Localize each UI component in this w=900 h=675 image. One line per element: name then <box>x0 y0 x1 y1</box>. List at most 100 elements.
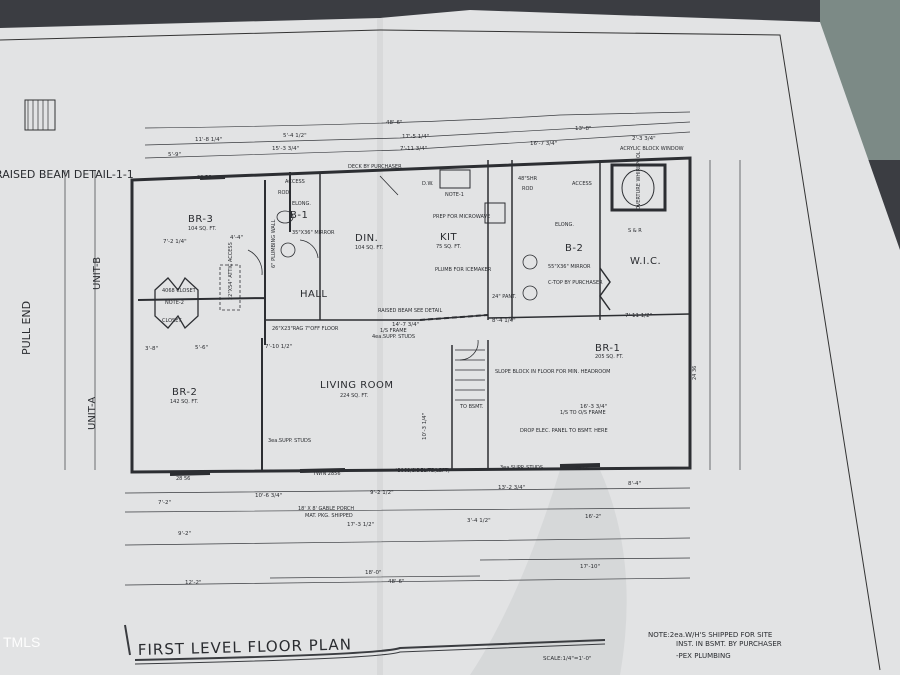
dim: 7'-2 1/4" <box>163 239 187 245</box>
room-br2: BR-2 <box>172 387 197 398</box>
to-basement-note: TO BSMT. <box>459 404 484 410</box>
note2: NOTE-2 <box>165 300 184 306</box>
unit-b-label: UNIT-B <box>92 257 103 290</box>
twin-window-note: TWIN 2856 <box>312 471 341 477</box>
closet2-note: CLOSET <box>162 318 182 324</box>
dim: 17'-10" <box>580 564 600 570</box>
room-din: DIN. <box>355 233 378 244</box>
note-line-2: INST. IN BSMT. BY PURCHASER <box>676 640 782 648</box>
dim: 3'-4 1/2" <box>467 518 491 524</box>
elec-panel-note: DROP ELEC. PANEL TO BSMT. HERE <box>520 428 608 434</box>
room-kit: KIT <box>440 232 458 243</box>
mirror2-note: 55"X36" MIRROR <box>548 264 591 270</box>
slope-block-note: SLOPE BLOCK IN FLOOR FOR MIN. HEADROOM <box>495 369 610 375</box>
room-b2: B-2 <box>565 243 583 254</box>
rag-note: 26"X23"RAG 7"OFF FLOOR <box>272 326 339 332</box>
dim: 7'-10 1/2" <box>265 344 292 350</box>
porch-note: 18' X 8' GABLE PORCH <box>298 506 354 512</box>
mirror-note: 35"X36" MIRROR <box>292 230 335 236</box>
room-living: LIVING ROOM <box>320 380 394 391</box>
deck-note: DECK BY PURCHASER <box>348 164 402 170</box>
shadow <box>470 470 627 675</box>
plan-title: FIRST LEVEL FLOOR PLAN <box>138 635 353 659</box>
dim: 11'-8 1/4" <box>195 137 222 143</box>
studs3-left-note: 3ea.SUPP. STUDS <box>268 438 311 444</box>
dim: 10'-6 3/4" <box>255 493 282 499</box>
dim: 48'-6" <box>388 579 405 585</box>
dim: 8'-4" <box>628 481 641 487</box>
ctop-note: C-TOP BY PURCHASER <box>548 280 603 286</box>
window-note: 28 56 <box>176 476 190 482</box>
dim: 18'-0" <box>365 570 382 576</box>
dim: 13'-2 3/4" <box>498 485 525 491</box>
dim: 12'-2" <box>185 580 202 586</box>
dim: 7'-11 1/2" <box>625 313 652 319</box>
elong-note: ELONG. <box>292 201 311 207</box>
dim: 5'-4 1/2" <box>283 133 307 139</box>
os-frame-note: 1/S TO O/S FRAME <box>560 410 606 416</box>
dim: 8'-4 1/4" <box>492 318 516 324</box>
acrylic-block-note: ACRYLIC BLOCK WINDOW <box>620 146 684 152</box>
watermark: TMLS <box>3 634 41 650</box>
room-kit-area: 75 SQ. FT. <box>436 244 461 250</box>
dim: 5'-9" <box>168 152 181 158</box>
closet-note: 4068 CLOSET <box>162 288 197 294</box>
room-labels: BR-3 104 SQ. FT. B-1 DIN. 104 SQ. FT. KI… <box>170 210 661 405</box>
room-br3: BR-3 <box>188 214 213 225</box>
window-note: 28 56 <box>197 175 211 181</box>
whirlpool-note: OVERTURE WHIRLPOOL <box>636 151 642 210</box>
sheet-border <box>0 29 881 671</box>
room-br1: BR-1 <box>595 343 620 354</box>
room-br1-area: 205 SQ. FT. <box>595 354 624 360</box>
room-b1: B-1 <box>290 210 308 221</box>
dim: 7'-11 3/4" <box>400 146 427 152</box>
room-wic: W.I.C. <box>630 256 661 267</box>
dim: 16'-2" <box>585 514 602 520</box>
dim: 9'-2" <box>178 531 191 537</box>
annotations: DECK BY PURCHASER ACCESS ROD ELONG. 35"X… <box>162 146 698 519</box>
dim: 48'-6" <box>386 120 403 126</box>
rod-note: ROD <box>278 190 289 196</box>
room-hall: HALL <box>300 289 328 300</box>
paper-sheet <box>0 10 900 675</box>
dishwasher-note: D.W. <box>422 181 434 187</box>
shower-note: 48"SHR <box>518 176 538 182</box>
pull-end-label: PULL END <box>20 301 33 355</box>
icemaker-note: PLUMB FOR ICEMAKER <box>435 267 492 273</box>
access-note: ACCESS <box>285 179 305 185</box>
dim: 5'-6" <box>195 345 208 351</box>
pantry-note: 24" PANT. <box>492 294 517 300</box>
dim: 16'-3 3/4" <box>580 404 607 410</box>
porch-note2: MAT. PKG. SHIPPED <box>305 513 353 519</box>
raised-beam-detail: RAISED BEAM DETAIL-1-1 <box>0 99 134 181</box>
dim: 15'-3 3/4" <box>272 146 299 152</box>
window-note: 24 36 <box>692 366 698 380</box>
dim: 2'-3 3/4" <box>632 136 656 142</box>
studs-note: 4ea.SUPP. STUDS <box>372 334 415 340</box>
dim: 10'-3 1/4" <box>422 413 428 440</box>
raised-beam-note: RAISED BEAM SEE DETAIL <box>378 308 443 314</box>
dim: 9'-2 1/2" <box>370 490 394 496</box>
microwave-note: PREP FOR MICROWAVE <box>433 214 490 220</box>
note-line-3: -PEX PLUMBING <box>676 652 731 660</box>
frame-note: 1/S FRAME <box>380 328 407 334</box>
dim: 4'-4" <box>230 235 243 241</box>
plumbing-wall-note: 6" PLUMBING WALL <box>271 219 277 268</box>
scale-label: SCALE:1/4"=1'-0" <box>543 656 592 662</box>
room-br2-area: 142 SQ. FT. <box>170 399 199 405</box>
dim: 7'-2" <box>158 500 171 506</box>
sidelite-door-note: *3068/SIDELITE(LEFT) <box>395 468 450 474</box>
detail-title: RAISED BEAM DETAIL-1-1 <box>0 168 134 181</box>
window-note: 28 56 <box>575 466 589 472</box>
dim: 3'-8" <box>145 346 158 352</box>
dim: 17'-3 1/2" <box>347 522 374 528</box>
note-line-1: NOTE:2ea.W/H'S SHIPPED FOR SITE <box>648 631 772 639</box>
dimension-labels: 48'-6" 11'-8 1/4" 5'-4 1/2" 15'-3 3/4" 5… <box>145 120 656 586</box>
shelf-rod-note: S & R <box>628 228 642 234</box>
dimension-lines <box>64 111 741 665</box>
dim: 16'-7 3/4" <box>530 141 557 147</box>
studs3-note: 3ea.SUPP. STUDS <box>500 465 543 471</box>
note1: NOTE-1 <box>445 192 464 198</box>
rod2-note: ROD <box>522 186 533 192</box>
